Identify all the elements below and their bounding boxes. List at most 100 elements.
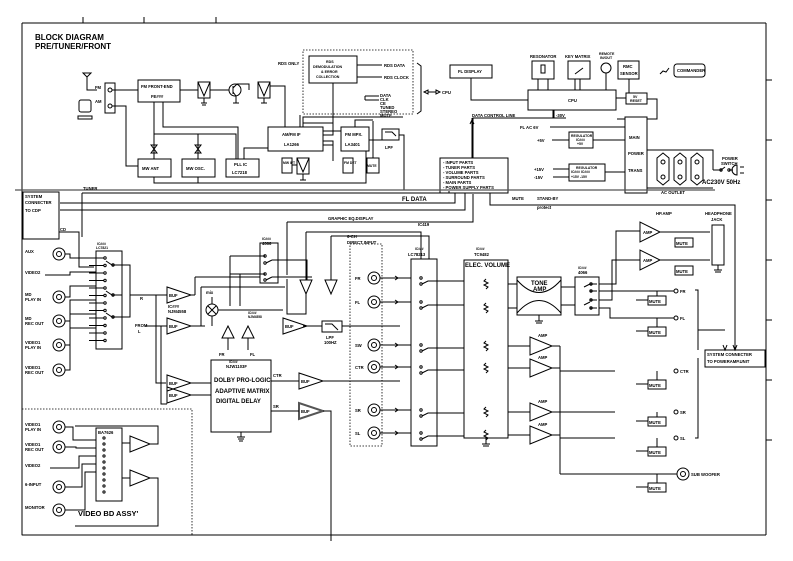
switch-contact: [419, 431, 423, 435]
svg-text:STAND-BY: STAND-BY: [537, 196, 559, 201]
svg-text:POWER: POWER: [628, 151, 644, 156]
svg-text:RMC: RMC: [623, 64, 633, 69]
svg-text:+15V: +15V: [534, 167, 544, 172]
commander-block: [673, 63, 706, 78]
svg-text:TONE: TONE: [531, 281, 548, 287]
svg-text:KEY MATRIX: KEY MATRIX: [565, 54, 591, 59]
svg-text:FM FRONT-END: FM FRONT-END: [141, 84, 173, 89]
mute-label: MUTE: [649, 486, 661, 491]
svg-text:LA3401: LA3401: [345, 142, 361, 147]
svg-text:- TUNER PARTS: - TUNER PARTS: [443, 165, 475, 170]
svg-text:MW IFT: MW IFT: [283, 161, 296, 165]
svg-text:PLL IC: PLL IC: [234, 162, 247, 167]
svg-text:CD: CD: [60, 227, 66, 232]
mute-label: MUTE: [649, 420, 661, 425]
switch-contact: [419, 276, 423, 280]
video-board-region: [21, 408, 193, 536]
antenna-terminal: [104, 82, 116, 114]
svg-text:LA1266: LA1266: [284, 142, 300, 147]
svg-text:CPU: CPU: [568, 98, 577, 103]
svg-text:IC###: IC###: [262, 237, 271, 241]
amfm-if-block: [267, 126, 324, 152]
volume-pot-icon: [482, 278, 490, 290]
svg-text:DIGITAL DELAY: DIGITAL DELAY: [216, 399, 261, 405]
svg-text:MUTE: MUTE: [512, 196, 524, 201]
svg-text:RESET: RESET: [630, 99, 643, 103]
svg-text:RDS DATA: RDS DATA: [384, 63, 405, 68]
direct-jack-label: FL: [355, 300, 361, 305]
switch-contact: [102, 460, 106, 464]
svg-text:FL: FL: [250, 352, 256, 357]
svg-text:JACK: JACK: [711, 217, 722, 222]
signal-buses: TUNER FL DATA GRAPHIC EQ.DISPLAY MUTE ST…: [15, 186, 736, 355]
svg-text:DOLBY PRO-LOGIC: DOLBY PRO-LOGIC: [214, 378, 271, 384]
svg-text:POWER: POWER: [722, 156, 738, 161]
rds-demodulation-block: [308, 55, 358, 84]
input-jack-4: [52, 338, 66, 352]
diagram-subtitle: PRE/TUNER/FRONT: [35, 42, 111, 51]
svg-text:SYSTEM: SYSTEM: [25, 194, 43, 199]
output-label: SR: [680, 410, 686, 415]
svg-text:NJM4558: NJM4558: [248, 315, 262, 319]
svg-text:IC###: IC###: [248, 311, 257, 315]
svg-text:AMP: AMP: [643, 230, 653, 235]
svg-text:- SURROUND PARTS: - SURROUND PARTS: [443, 175, 485, 180]
switch-contact: [102, 448, 106, 452]
input-jack-label: MD: [25, 316, 32, 321]
svg-text:MAIN: MAIN: [629, 135, 640, 140]
switch-contact: [102, 454, 106, 458]
output-label: FR: [680, 289, 686, 294]
svg-text:+5V: +5V: [537, 138, 545, 143]
system-connecter-cdp: [22, 191, 60, 240]
svg-text:5V: 5V: [633, 95, 638, 99]
buffer-label: BUF: [169, 393, 178, 398]
svg-text:ADAPTIVE MATRIX: ADAPTIVE MATRIX: [215, 389, 270, 395]
svg-text:MW ANT: MW ANT: [142, 166, 159, 171]
svg-text:FE###: FE###: [151, 94, 164, 99]
sub-woofer-jack: [676, 467, 690, 481]
svg-text:LC7218: LC7218: [232, 170, 248, 175]
svg-text:LC78213: LC78213: [408, 252, 426, 257]
video-jack-label: VIDEO1: [25, 442, 41, 447]
buffer-amp: [166, 317, 193, 335]
svg-text:MW OSC.: MW OSC.: [186, 166, 205, 171]
svg-text:-15V: -15V: [534, 175, 543, 180]
volume-pot-icon: [482, 302, 490, 314]
svg-text:IC###: IC###: [576, 138, 585, 142]
svg-text:REGULATOR: REGULATOR: [571, 134, 593, 138]
svg-text:STEREO: STEREO: [380, 109, 398, 114]
svg-text:L: L: [138, 329, 141, 334]
input-jack-5: [52, 363, 66, 377]
svg-text:CE: CE: [380, 101, 386, 106]
svg-text:+15V -15V: +15V -15V: [571, 175, 588, 179]
input-jack-2: [52, 290, 66, 304]
hp-mute-l: [674, 265, 694, 276]
switch-contact: [102, 436, 106, 440]
svg-text:R: R: [140, 296, 143, 301]
svg-text:RDS ONLY: RDS ONLY: [278, 61, 299, 66]
output-section: HP.AMP HEADPHONE JACK AMP AMP MUTE MUTE …: [529, 211, 766, 493]
volume-pot-icon: [482, 340, 490, 352]
svg-text:DATA CONTROL LINE: DATA CONTROL LINE: [472, 113, 516, 118]
pll-ic-block: [225, 158, 260, 178]
svg-text:TRANS: TRANS: [628, 168, 643, 173]
amp-label: AMP: [538, 333, 548, 338]
svg-text:IC###: IC###: [578, 266, 587, 270]
svg-text:SWITCH: SWITCH: [721, 161, 738, 166]
fm-antenna-icon: [81, 72, 97, 91]
svg-text:MUTE: MUTE: [367, 164, 377, 168]
parts-list-block: [439, 157, 509, 194]
power-amp: [529, 358, 554, 378]
input-jack-label: PLAY IN: [25, 345, 41, 350]
input-jack-label: VIDEO2: [25, 270, 41, 275]
output-label: SUB WOOFER: [691, 472, 720, 477]
fm-label: FM: [95, 85, 102, 90]
video-jack-4: [52, 503, 66, 517]
svg-text:REGULATOR: REGULATOR: [576, 166, 598, 170]
svg-text:BA7626: BA7626: [98, 430, 114, 435]
video-buffer-pair: [129, 435, 152, 487]
crystal-icon: [540, 64, 546, 74]
input-jack-label: REC OUT: [25, 321, 44, 326]
